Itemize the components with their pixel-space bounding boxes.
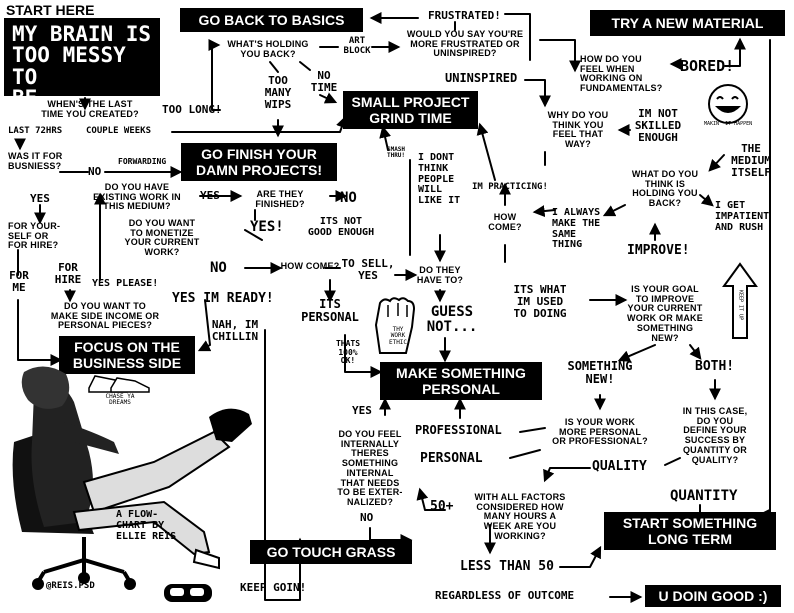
question-what-holding: WHAT DO YOU THINK IS HOLDING YOU BACK?	[631, 169, 699, 209]
box-business-side: FOCUS ON THE BUSINESS SIDE	[59, 336, 195, 374]
answer-yes-externalized: YES	[352, 404, 372, 417]
credit-text: A FLOW- CHART BY ELLIE REIS	[116, 509, 177, 542]
answer-no-forwarding: NO	[88, 165, 102, 178]
question-existing-work: DO YOU HAVE EXISTING WORK IN THIS MEDIUM…	[93, 182, 181, 212]
answer-for-hire: FOR HIRE	[54, 261, 82, 286]
answer-bored: BORED!	[680, 57, 735, 75]
question-how-come-1: HOW COME?	[280, 261, 340, 271]
answer-uninspired: UNINSPIRED	[445, 71, 518, 85]
fist-caption: THY WORK ETHIC	[388, 326, 408, 346]
box-long-term: START SOMETHING LONG TERM	[604, 512, 776, 550]
box-make-personal: MAKE SOMETHING PERSONAL	[380, 362, 542, 400]
answer-quantity: QUANTITY	[670, 488, 738, 504]
answer-to-sell: TO SELL, YES	[341, 257, 395, 282]
question-monetize: DO YOU WANT TO MONETIZE YOUR CURRENT WOR…	[124, 218, 200, 258]
answer-impatient: I GET IMPATIENT AND RUSH	[715, 200, 770, 233]
answer-personal: PERSONAL	[420, 451, 483, 466]
answer-frustrated: FRUSTRATED!	[428, 9, 501, 22]
answer-medium-itself: THE MEDIUM ITSELF	[731, 142, 771, 179]
smiley-caption: MAKIN' IT HAPPEN	[704, 121, 753, 127]
question-define-success: IN THIS CASE, DO YOU DEFINE YOUR SUCCESS…	[682, 406, 748, 465]
answer-nah-chillin: NAH, IM CHILLIN	[211, 318, 259, 343]
answer-last-72: LAST 72HRS	[8, 126, 63, 136]
answer-no-finished: NO	[340, 190, 357, 206]
question-externalized: DO YOU FEEL INTERNALLY THERES SOMETHING …	[337, 429, 403, 508]
up-arrow-icon: KEEP IT UP	[722, 262, 758, 342]
shoes-caption: CHASE YA DREAMS	[105, 393, 135, 407]
question-goal: IS YOUR GOAL TO IMPROVE YOUR CURRENT WOR…	[627, 284, 703, 343]
answer-couple-weeks: COUPLE WEEKS	[86, 126, 152, 136]
answer-improve: IMPROVE!	[627, 243, 690, 258]
box-touch-grass: GO TOUCH GRASS	[250, 540, 412, 564]
answer-yes-business: YES	[30, 192, 50, 205]
person-in-chair-illustration: A FLOW- CHART BY ELLIE REIS @REIS.PSD	[4, 362, 254, 602]
answer-not-skilled: IM NOT SKILLED ENOUGH	[634, 107, 682, 144]
question-why-feel: WHY DO YOU THINK YOU FEEL THAT WAY?	[547, 110, 609, 150]
answer-yes-ready: YES IM READY!	[172, 291, 274, 306]
answer-art-block: ART BLOCK	[343, 36, 371, 56]
answer-not-good-enough: ITS NOT GOOD ENOUGH	[307, 216, 375, 238]
answer-thats-ok: THATS 100% OK!	[335, 339, 361, 366]
answer-yes-please: YES PLEASE!	[92, 278, 159, 289]
fist-icon: THY WORK ETHIC	[372, 295, 422, 357]
box-back-to-basics: GO BACK TO BASICS	[180, 8, 363, 32]
answer-too-many-wips: TOO MANY WIPS	[264, 74, 292, 111]
answer-keep-goin: KEEP GOIN!	[240, 581, 307, 594]
question-hours: WITH ALL FACTORS CONSIDERED HOW MANY HOU…	[474, 492, 566, 541]
answer-smash-thru: SMASH THRU!	[386, 146, 406, 160]
question-how-come-2: HOW COME?	[488, 212, 522, 232]
question-frustrated-or: WOULD YOU SAY YOU'RE MORE FRUSTRATED OR …	[406, 29, 524, 59]
question-personal-professional: IS YOUR WORK MORE PERSONAL OR PROFESSION…	[552, 417, 648, 447]
smiley-icon: MAKIN' IT HAPPEN	[700, 82, 760, 132]
answer-practicing: IM PRACTICING!	[472, 182, 548, 192]
answer-both: BOTH!	[695, 359, 735, 374]
question-have-to: DO THEY HAVE TO?	[416, 265, 464, 285]
answer-fifty-plus: 50+	[430, 499, 454, 514]
answer-guess-not: GUESS NOT...	[426, 304, 478, 336]
box-small-project: SMALL PROJECT GRIND TIME	[343, 91, 478, 129]
question-finished: ARE THEY FINISHED?	[255, 189, 305, 209]
question-last-time: WHEN'S THE LAST TIME YOU CREATED?	[41, 99, 139, 119]
slippers-icon	[160, 578, 220, 608]
start-label: START HERE	[6, 2, 95, 18]
artist-handle: @REIS.PSD	[46, 581, 95, 591]
answer-dont-think: I DONT THINK PEOPLE WILL LIKE IT	[418, 152, 461, 207]
question-business: WAS IT FOR BUSNIESS?	[8, 151, 63, 171]
answer-too-long: TOO LONG!	[162, 103, 222, 116]
shoes-icon: CHASE YA DREAMS	[85, 372, 155, 408]
answer-quality: QUALITY	[592, 459, 647, 474]
answer-yes-existing: YES	[200, 189, 220, 202]
answer-yes-finished: YES!	[250, 219, 284, 235]
answer-its-personal: ITS PERSONAL	[301, 297, 359, 324]
box-try-new-material: TRY A NEW MATERIAL	[590, 10, 785, 36]
box-doin-good: U DOIN GOOD :)	[645, 585, 781, 607]
answer-professional: PROFESSIONAL	[415, 423, 502, 437]
arrow-caption: KEEP IT UP	[737, 290, 744, 321]
answer-regardless: REGARDLESS OF OUTCOME	[435, 589, 575, 602]
answer-used-to: ITS WHAT IM USED TO DOING	[513, 283, 567, 320]
box-finish-projects: GO FINISH YOUR DAMN PROJECTS!	[181, 143, 337, 181]
question-holding-back: WHAT'S HOLDING YOU BACK?	[227, 39, 309, 59]
answer-always-same: I ALWAYS MAKE THE SAME THING	[552, 207, 601, 251]
question-fundamentals: HOW DO YOU FEEL WHEN WORKING ON FUNDAMEN…	[580, 54, 663, 94]
answer-no-time: NO TIME	[310, 69, 338, 94]
answer-less-than-50: LESS THAN 50	[460, 559, 554, 574]
answer-forwarding: FORWARDING	[118, 157, 167, 166]
answer-for-me: FOR ME	[9, 269, 29, 294]
answer-something-new: SOMETHING NEW!	[567, 359, 633, 386]
answer-no-monetize: NO	[210, 260, 227, 276]
page-title: MY BRAIN IS TOO MESSY TO BE CREATIVE!	[4, 18, 160, 130]
answer-no-externalized: NO	[360, 511, 374, 524]
question-self-or-hire: FOR YOUR- SELF OR FOR HIRE?	[8, 221, 61, 251]
question-side-income: DO YOU WANT TO MAKE SIDE INCOME OR PERSO…	[50, 301, 160, 331]
